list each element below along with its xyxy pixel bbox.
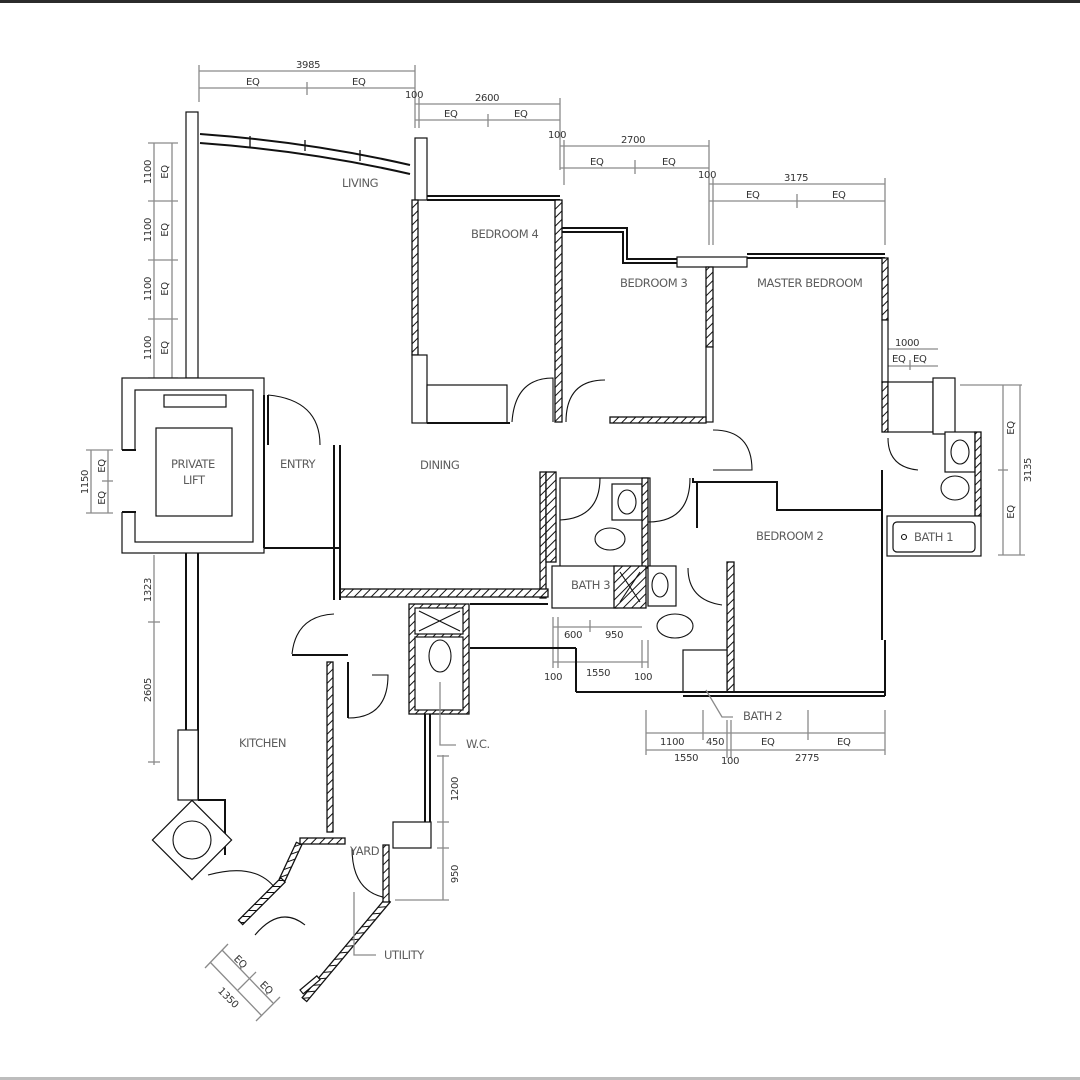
room-label-yard: YARD: [349, 844, 380, 858]
dim-label: 2605: [143, 678, 154, 702]
dim-label: 3135: [1023, 458, 1034, 482]
room-label-private-lift: PRIVATE: [171, 457, 215, 471]
dimension-top-bedroom3: 100 2700 EQ EQ: [548, 130, 710, 245]
dim-label: 1100: [660, 737, 684, 748]
dim-label: EQ: [444, 109, 458, 120]
dim-label: 1550: [586, 668, 610, 679]
dim-label: 1100: [143, 277, 154, 301]
dim-label: EQ: [514, 109, 528, 120]
dim-label: 3985: [296, 60, 320, 71]
dim-label: 950: [450, 865, 461, 883]
dimension-yard-right: 1200 950: [395, 755, 461, 901]
dimension-right-bath1: EQ EQ 3135: [960, 384, 1034, 556]
bottom-border: [0, 1077, 1080, 1080]
living-pillar: [414, 137, 428, 201]
room-label-bath2: BATH 2: [743, 709, 782, 723]
dim-label: 100: [634, 672, 652, 683]
dim-label: EQ: [352, 77, 366, 88]
dim-label: EQ: [1006, 421, 1017, 435]
room-label-living: LIVING: [342, 176, 378, 190]
dim-label: 1200: [450, 777, 461, 801]
dim-label: EQ: [257, 980, 275, 998]
dim-label: 1150: [80, 470, 91, 494]
dim-label: EQ: [246, 77, 260, 88]
dim-label: 450: [706, 737, 724, 748]
room-label-kitchen: KITCHEN: [239, 736, 286, 750]
dim-label: EQ: [837, 737, 851, 748]
walls: [118, 111, 982, 1003]
dim-label: EQ: [231, 954, 249, 972]
dim-label: EQ: [97, 491, 108, 505]
wc-leader: [439, 682, 456, 746]
dim-label: 600: [564, 630, 582, 641]
dim-label: 100: [698, 170, 716, 181]
dim-label: 1100: [143, 218, 154, 242]
room-label-private-lift-2: LIFT: [183, 473, 206, 487]
room-label-entry: ENTRY: [280, 457, 317, 471]
dim-label: 100: [405, 90, 423, 101]
dim-label: 100: [548, 130, 566, 141]
dimension-bath3-bottom: 600 950 100 1550 100: [544, 617, 652, 683]
dim-label: 100: [721, 756, 739, 767]
dim-label: 1100: [143, 160, 154, 184]
dim-label: EQ: [761, 737, 775, 748]
dim-label: EQ: [160, 165, 171, 179]
dim-label: 1323: [143, 578, 154, 602]
dim-label: EQ: [662, 157, 676, 168]
dim-label: 3175: [784, 173, 808, 184]
dimension-left-lift: 1150 EQ EQ: [80, 449, 113, 514]
dim-label: EQ: [746, 190, 760, 201]
lift-car: [155, 427, 233, 517]
dim-label: 1550: [674, 753, 698, 764]
room-label-master-bedroom: MASTER BEDROOM: [757, 276, 862, 290]
dim-label: 2775: [795, 753, 819, 764]
room-label-bedroom3: BEDROOM 3: [620, 276, 687, 290]
dimension-top-living: 3985 EQ EQ: [198, 60, 416, 128]
top-border: [0, 0, 1080, 3]
dim-label: EQ: [590, 157, 604, 168]
dim-label: EQ: [160, 223, 171, 237]
room-label-dining: DINING: [420, 458, 459, 472]
dim-label: 100: [544, 672, 562, 683]
dim-label: 2700: [621, 135, 645, 146]
living-left-wall: [185, 111, 199, 379]
dim-label: 950: [605, 630, 623, 641]
dimension-left-living: 1100 EQ 1100 EQ 1100 EQ 1100 EQ: [143, 142, 178, 379]
dim-label: EQ: [1006, 505, 1017, 519]
room-label-bath1: BATH 1: [914, 530, 953, 544]
dim-label: EQ: [160, 341, 171, 355]
room-label-bath3: BATH 3: [571, 578, 610, 592]
dim-label: EQ: [913, 354, 927, 365]
dim-label: EQ: [160, 282, 171, 296]
dimension-top-bedroom4: 100 2600 EQ EQ: [405, 90, 561, 170]
room-label-bedroom2: BEDROOM 2: [756, 529, 823, 543]
dimension-master-window: 1000 EQ EQ: [882, 338, 938, 370]
room-label-utility: UTILITY: [384, 948, 425, 962]
dim-label: EQ: [97, 459, 108, 473]
dimension-left-kitchen: 1323 2605: [143, 555, 160, 765]
dimension-utility-bottom: EQ EQ 1350: [204, 943, 281, 1022]
dimension-top-master: 100 3175 EQ EQ: [698, 170, 886, 245]
room-label-bedroom4: BEDROOM 4: [471, 227, 538, 241]
utility-leader: [353, 892, 376, 956]
dim-label: EQ: [832, 190, 846, 201]
dim-label: 1000: [895, 338, 919, 349]
bath2-leader: [705, 689, 733, 718]
room-label-wc: W.C.: [466, 737, 490, 751]
dim-label: EQ: [892, 354, 906, 365]
dim-label: 1100: [143, 336, 154, 360]
dimension-bottom-bedroom2: 1100 450 EQ EQ 1550 100 2775: [645, 710, 886, 767]
dim-label: 2600: [475, 93, 499, 104]
